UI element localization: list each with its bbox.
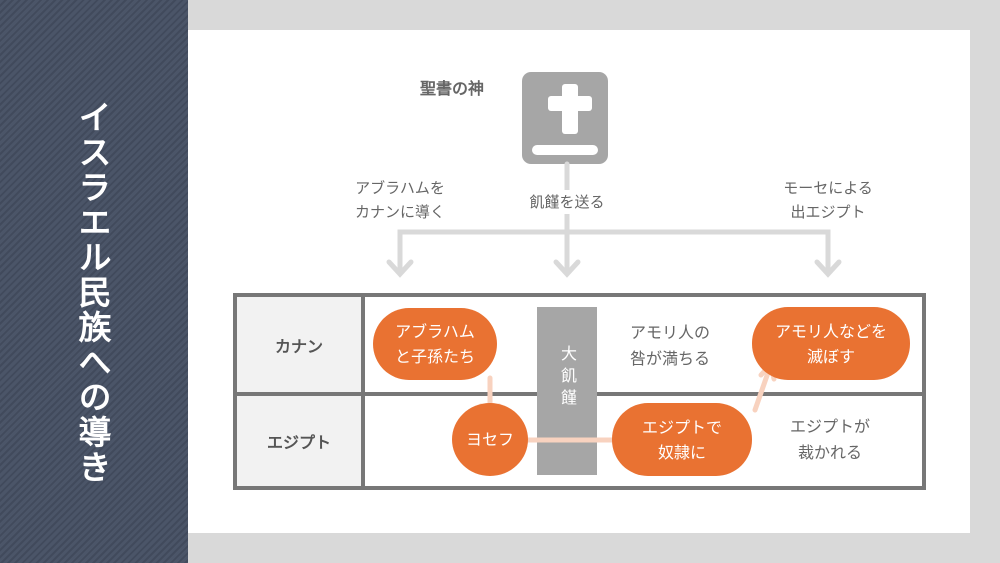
node-abraham: アブラハムと子孫たち (373, 308, 497, 380)
note-egypt-judged: エジプトが裁かれる (770, 414, 890, 466)
famine-label: 大飢饉 (558, 345, 577, 411)
node-destroy-amorites: アモリ人などを滅ぼす (752, 307, 910, 380)
action-line: カナンに導く (354, 203, 445, 221)
book-icon (522, 72, 608, 164)
row-label-canaan: カナン (237, 297, 361, 392)
action-line: モーセによる (783, 179, 873, 197)
note-line: 咎が満ちる (629, 349, 710, 368)
action-line: 出エジプト (790, 203, 866, 221)
action-lead-abraham: アブラハムをカナンに導く (330, 176, 470, 224)
guidance-arrows (386, 161, 842, 278)
sidebar-title: イスラエル民族への導き (73, 100, 112, 485)
node-line: と子孫たち (394, 347, 475, 366)
action-famine: 飢饉を送る (510, 190, 624, 214)
note-line: アモリ人の (629, 323, 710, 342)
action-line: アブラハムを (355, 179, 445, 197)
god-label: 聖書の神 (420, 79, 485, 98)
row-label-egypt: エジプト (237, 396, 361, 486)
note-amorite: アモリ人の咎が満ちる (610, 320, 730, 372)
note-line: エジプトが (789, 417, 870, 436)
famine-bar (537, 307, 597, 475)
node-line: 奴隷に (657, 442, 706, 462)
node-slavery: エジプトで奴隷に (612, 403, 752, 476)
note-line: 裁かれる (797, 443, 862, 462)
node-joseph: ヨセフ (452, 403, 528, 476)
node-line: 滅ぼす (806, 346, 855, 366)
node-line: アブラハム (395, 322, 475, 341)
node-line: エジプトで (641, 417, 722, 437)
action-exodus: モーセによる出エジプト (760, 176, 896, 224)
node-line: アモリ人などを (774, 321, 887, 341)
sidebar: イスラエル民族への導き (0, 0, 188, 563)
